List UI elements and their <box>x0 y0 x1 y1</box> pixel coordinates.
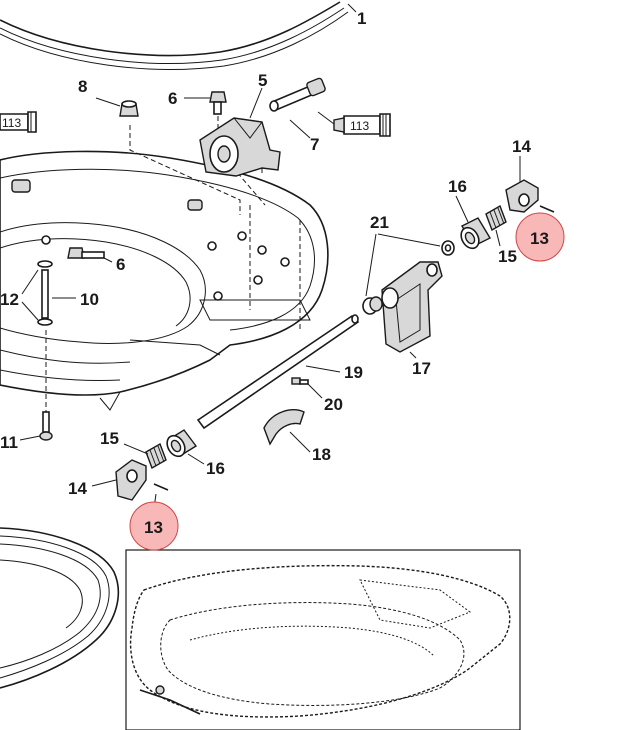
inset-view <box>125 549 521 730</box>
leader-15-left <box>123 443 149 455</box>
callout-14-left: 14 <box>68 479 87 498</box>
pin-part-7 <box>269 77 326 112</box>
leader-12a <box>21 269 39 295</box>
cowl-frame <box>0 150 329 411</box>
callout-1: 1 <box>357 9 366 28</box>
leader-7 <box>289 119 311 139</box>
lubricant-tube-left: 113 <box>0 111 37 133</box>
assembly-line-8 <box>129 125 241 215</box>
setscrew-part-20 <box>291 377 309 385</box>
callout-20: 20 <box>324 395 343 414</box>
mount-part-5 <box>199 117 281 177</box>
callout-10: 10 <box>80 290 99 309</box>
shaft-part-19 <box>196 314 360 430</box>
callout-5: 5 <box>258 71 267 90</box>
callout-16-left: 16 <box>206 459 225 478</box>
callout-21: 21 <box>370 213 389 232</box>
callout-13-right: 13 <box>530 229 549 248</box>
bolt-part-6-top <box>209 91 227 115</box>
tube-label-right: 113 <box>350 119 369 133</box>
leader-5 <box>249 87 263 119</box>
bushing-part-16-right <box>460 217 491 250</box>
leader-16-right <box>455 195 469 223</box>
seal-strip-part-1 <box>0 1 349 70</box>
callout-12: 12 <box>0 290 19 309</box>
callout-14-right: 14 <box>512 137 531 156</box>
clip-part-12 <box>37 260 53 326</box>
leader-17 <box>409 351 417 359</box>
callout-7: 7 <box>310 135 319 154</box>
pin-part-10 <box>41 269 49 319</box>
seal-strip-lower-left <box>0 527 120 689</box>
leader-18 <box>289 431 311 453</box>
callout-11: 11 <box>0 433 18 452</box>
leader-14-left <box>91 479 117 487</box>
spring-part-15-left <box>145 442 167 470</box>
leader-12b <box>21 301 39 321</box>
leader-11 <box>19 435 41 441</box>
bracket-part-14-right <box>505 179 539 213</box>
cam-part-18 <box>263 409 305 446</box>
nut-part-8 <box>119 100 139 117</box>
leader-16-left <box>187 453 205 465</box>
callout-16-right: 16 <box>448 177 467 196</box>
leader-21a <box>377 233 441 247</box>
callout-6-mid: 6 <box>116 255 125 274</box>
callout-17: 17 <box>412 359 431 378</box>
highlight-badge-13-right[interactable] <box>515 212 565 262</box>
bolt-part-6-mid <box>67 247 105 259</box>
callout-15-left: 15 <box>100 429 119 448</box>
callout-8: 8 <box>78 77 87 96</box>
leader-19 <box>305 365 341 373</box>
bracket-part-14-left <box>115 459 147 501</box>
leader-1 <box>347 3 357 13</box>
callout-15-right: 15 <box>498 247 517 266</box>
leader-21b <box>365 233 377 297</box>
callout-19: 19 <box>344 363 363 382</box>
lubricant-tube-right: 113 <box>333 113 391 137</box>
screw-part-11 <box>39 411 53 441</box>
highlight-badge-13-left[interactable] <box>129 501 179 551</box>
bushing-part-16-left <box>166 429 198 458</box>
lever-part-17 <box>381 261 443 353</box>
leader-6-mid <box>103 257 113 263</box>
tube-label-left: 113 <box>2 116 21 130</box>
leader-15-right <box>495 229 501 247</box>
leader-8 <box>95 97 121 107</box>
callout-6-top: 6 <box>168 89 177 108</box>
spring-part-15-right <box>485 204 507 232</box>
callout-18: 18 <box>312 445 331 464</box>
roll-pin-13-left <box>153 483 169 491</box>
leader-20 <box>307 383 323 399</box>
leader-tube-right <box>317 111 335 125</box>
callout-13-left: 13 <box>144 518 163 537</box>
roll-pin-13-right <box>539 205 555 213</box>
washer-part-21 <box>362 240 455 315</box>
